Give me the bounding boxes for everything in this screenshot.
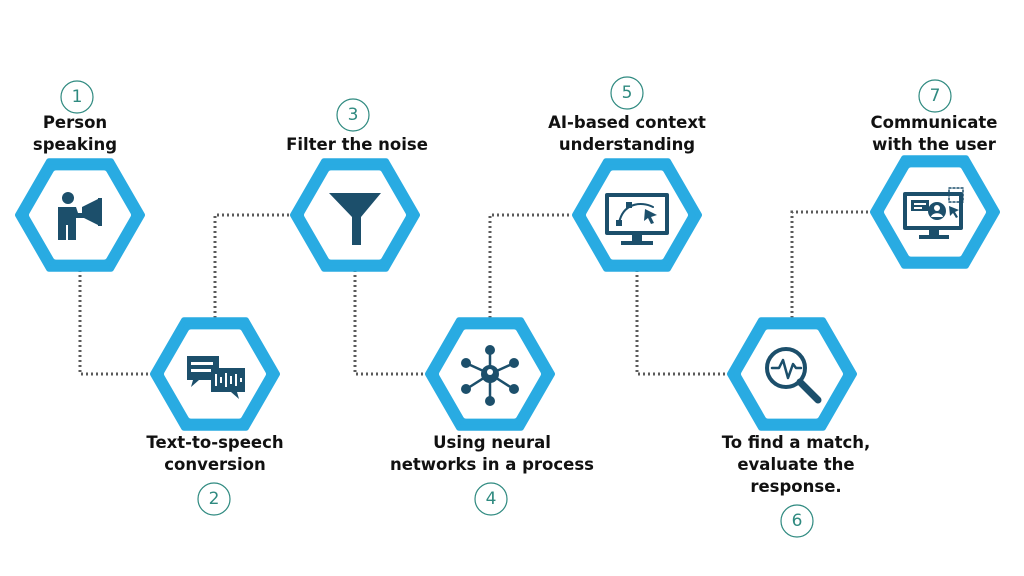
connector-2-3 [213,213,295,318]
connector-4-5 [488,213,570,318]
step-label-4-line: networks in a process [389,455,594,474]
step-label-3: Filter the noise [247,134,467,156]
step-label-7: Communicate with the user [824,112,1024,156]
step-label-3-line: Filter the noise [286,135,428,154]
speech-bubbles-icon [187,356,245,399]
connector-6-7 [790,210,875,318]
step-number-6-text: 6 [792,511,803,531]
connectors [78,210,875,376]
step-label-1: Person speaking [0,112,185,156]
step-number-2-text: 2 [209,489,220,509]
funnel-icon [329,193,381,245]
step-number-1-text: 1 [72,87,83,107]
step-numbers: 1 2 3 4 5 6 7 [60,76,952,538]
step-label-6-line: evaluate the [737,455,855,474]
magnifier-pulse-icon [765,347,822,404]
step-number-5: 5 [610,76,644,110]
connector-3-4 [353,270,430,376]
neural-network-icon [461,345,519,406]
step-number-7: 7 [918,79,952,113]
monitor-user-icon [903,187,964,239]
step-number-7-text: 7 [930,86,941,106]
monitor-curve-icon [605,193,669,245]
step-number-3-text: 3 [348,105,359,125]
step-label-7-line: with the user [872,135,996,154]
hexagon-inner [741,329,843,419]
step-label-5-line: understanding [558,135,696,154]
step-number-6: 6 [780,504,814,538]
step-label-6: To find a match, evaluate the response. [686,432,906,498]
step-number-3: 3 [336,98,370,132]
step-number-1: 1 [60,80,94,114]
hexagons [15,155,1000,431]
step-label-1-line: Person [42,113,108,132]
step-number-5-text: 5 [622,83,633,103]
hexagon-node-6 [727,317,857,431]
step-label-2-line: conversion [164,455,266,474]
step-label-6-line: To find a match, [721,433,871,452]
connector-1-2 [78,270,158,376]
step-label-4-line: Using neural [433,433,551,452]
step-number-2: 2 [197,482,231,516]
step-label-5: AI-based context understanding [517,112,737,156]
step-label-4: Using neural networks in a process [382,432,602,476]
step-number-4: 4 [474,482,508,516]
megaphone-speaker-icon [58,192,102,240]
step-label-2-line: Text-to-speech [146,433,284,452]
step-label-7-line: Communicate [870,113,998,132]
step-label-6-line: response. [750,477,842,496]
step-label-2: Text-to-speech conversion [105,432,325,476]
step-label-1-line: speaking [32,135,118,154]
connector-5-6 [635,270,735,376]
step-label-5-line: AI-based context [548,113,706,132]
step-number-4-text: 4 [486,489,497,509]
